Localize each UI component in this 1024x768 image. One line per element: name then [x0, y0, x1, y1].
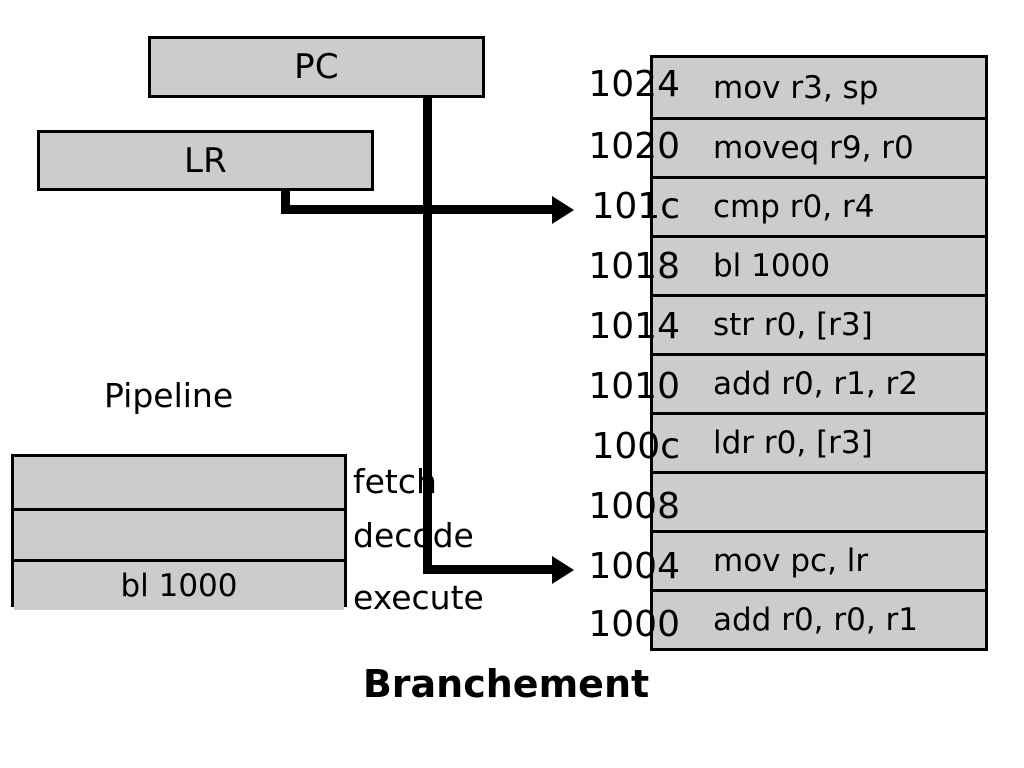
pipeline-stage-label-fetch: fetch — [353, 462, 437, 501]
memory-address: 1018 — [588, 246, 680, 287]
pipeline-cell-decode — [14, 508, 344, 559]
memory-row: add r0, r1, r2 — [653, 353, 985, 412]
memory-row: mov r3, sp — [653, 58, 985, 117]
pipeline-cell-execute: bl 1000 — [14, 559, 344, 610]
figure-caption: Branchement — [0, 662, 1024, 706]
memory-instruction: cmp r0, r4 — [713, 189, 875, 225]
memory-table: mov r3, sp moveq r9, r0 cmp r0, r4 bl 10… — [650, 55, 988, 651]
pc-connector-vertical — [423, 96, 432, 574]
arrowhead-to-1004 — [552, 556, 574, 584]
memory-instruction: mov r3, sp — [713, 69, 879, 106]
pipeline-stack: bl 1000 — [11, 454, 347, 610]
pipeline-title: Pipeline — [104, 376, 234, 415]
memory-address: 1020 — [588, 126, 680, 167]
memory-address: 100c — [591, 426, 680, 467]
pipeline-stage-label-decode: decode — [353, 516, 474, 555]
pipeline-stage-label-execute: execute — [353, 578, 484, 617]
memory-row — [653, 471, 985, 530]
memory-address: 1004 — [588, 546, 680, 587]
pipeline-cell-execute-text: bl 1000 — [120, 568, 238, 604]
memory-instruction: ldr r0, [r3] — [713, 425, 873, 461]
register-label-lr: LR — [184, 140, 227, 181]
figure-caption-text: Branchement — [362, 662, 650, 706]
memory-row: str r0, [r3] — [653, 294, 985, 353]
pipeline-cell-fetch — [14, 457, 344, 508]
register-box-pc: PC — [148, 36, 485, 98]
memory-address: 1014 — [588, 306, 680, 347]
memory-address: 1000 — [588, 604, 680, 645]
memory-instruction: add r0, r0, r1 — [713, 602, 919, 638]
memory-address: 1010 — [588, 366, 680, 407]
memory-address: 1008 — [588, 486, 680, 527]
memory-instruction: moveq r9, r0 — [713, 130, 914, 166]
memory-instruction: str r0, [r3] — [713, 307, 873, 343]
lr-connector-vertical — [281, 189, 290, 214]
memory-row: add r0, r0, r1 — [653, 589, 985, 648]
arrowhead-to-101c — [552, 196, 574, 224]
register-box-lr: LR — [37, 130, 374, 191]
lr-connector-horizontal — [281, 205, 554, 214]
memory-row: moveq r9, r0 — [653, 117, 985, 176]
memory-row: cmp r0, r4 — [653, 176, 985, 235]
register-label-pc: PC — [294, 47, 339, 87]
memory-row: mov pc, lr — [653, 530, 985, 589]
memory-instruction: mov pc, lr — [713, 543, 869, 579]
memory-row: bl 1000 — [653, 235, 985, 294]
memory-instruction: add r0, r1, r2 — [713, 366, 919, 402]
memory-row: ldr r0, [r3] — [653, 412, 985, 471]
memory-address: 1024 — [588, 64, 680, 105]
memory-instruction: bl 1000 — [713, 248, 831, 284]
pc-connector-horizontal — [423, 565, 554, 574]
memory-address: 101c — [591, 186, 680, 227]
